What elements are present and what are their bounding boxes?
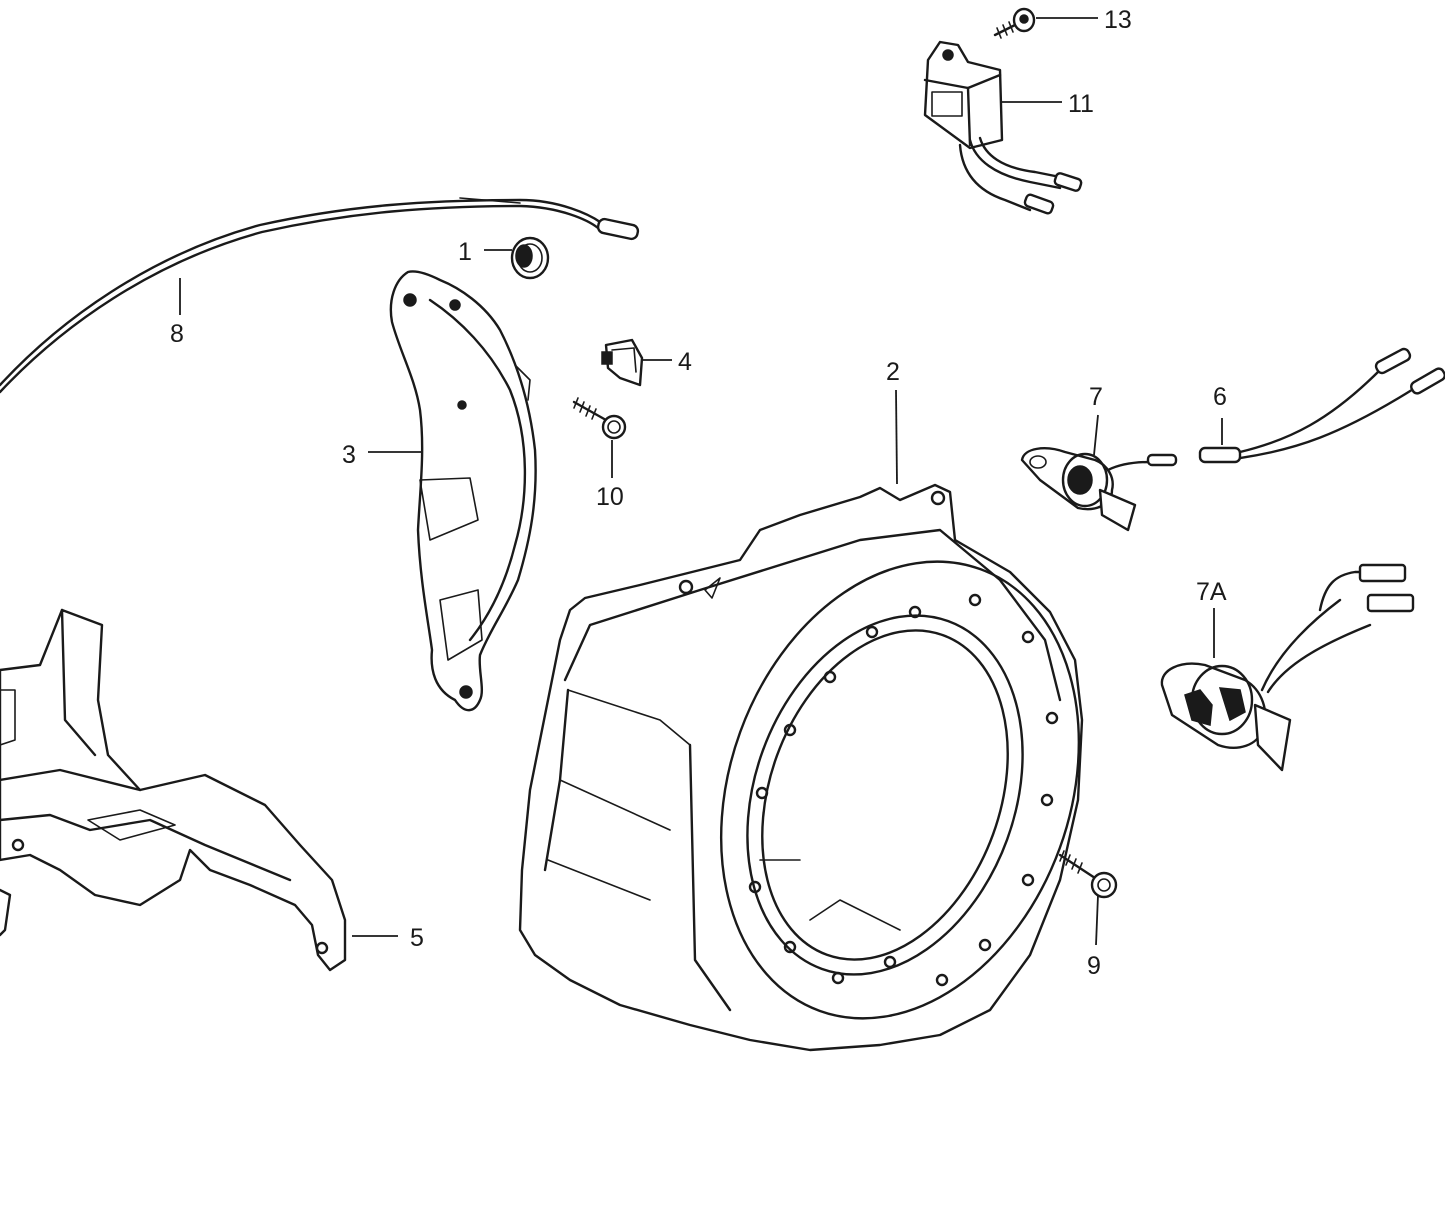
part-2-fan-cover — [518, 483, 1084, 1052]
callout-2: 2 — [886, 358, 900, 386]
callout-6: 6 — [1213, 383, 1227, 411]
part-5-bracket — [0, 608, 347, 972]
callout-labels: 1 2 3 4 5 6 7 7A 8 9 10 11 13 — [170, 6, 1227, 980]
callout-7: 7 — [1089, 383, 1103, 411]
callout-9: 9 — [1087, 952, 1101, 980]
part-13-bolt — [993, 7, 1036, 39]
leader-lines — [179, 17, 1223, 946]
callout-1: 1 — [458, 238, 472, 266]
part-3-shroud-plate — [389, 270, 537, 712]
callout-13: 13 — [1104, 6, 1132, 34]
callout-3: 3 — [342, 441, 356, 469]
callout-5: 5 — [410, 924, 424, 952]
part-8-wire — [0, 197, 640, 394]
callout-11: 11 — [1068, 90, 1094, 118]
callout-10: 10 — [596, 483, 624, 511]
part-6-wire-harness — [1198, 347, 1445, 464]
callout-4: 4 — [678, 348, 692, 376]
part-10-bolt — [572, 397, 627, 440]
callout-8: 8 — [170, 320, 184, 348]
part-1-grommet — [510, 236, 550, 280]
part-7a-switch-assembly — [1160, 563, 1415, 772]
part-4-clip — [601, 338, 644, 387]
part-7-switch — [1020, 447, 1178, 532]
part-9-bolt — [1058, 850, 1118, 899]
part-11-control-module — [923, 40, 1083, 215]
callout-7a: 7A — [1196, 578, 1227, 606]
